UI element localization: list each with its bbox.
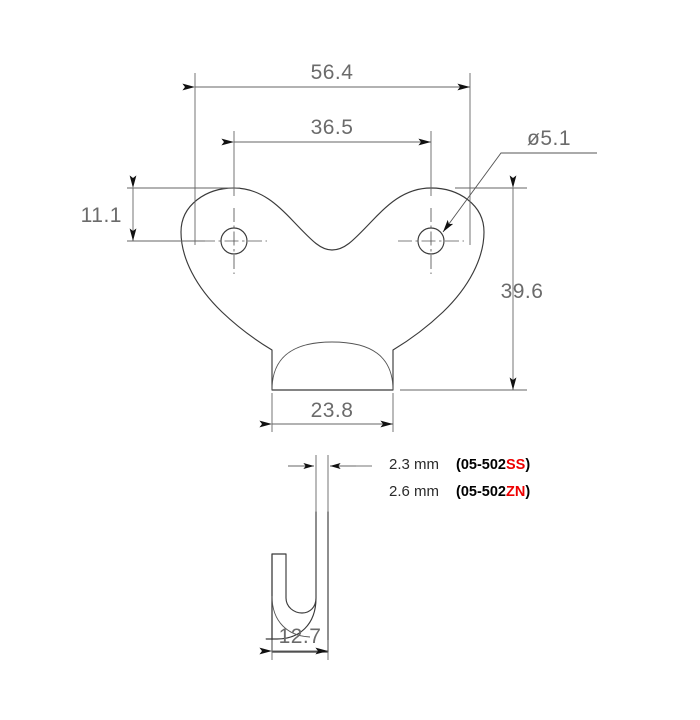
part-number-prefix-0: (05-502 <box>456 457 506 473</box>
dim-label-hole-spacing: 36.5 <box>311 116 354 139</box>
hook-profile-outline <box>265 511 317 640</box>
part-number-suffix-0: ) <box>525 457 530 473</box>
dim-label-top-offset: 11.1 <box>81 204 122 227</box>
dim-label-overall-width: 56.4 <box>311 61 354 84</box>
hook-inner-arc <box>271 595 311 638</box>
part-outline-group <box>180 187 485 391</box>
dim-label-hole-diameter: ø5.1 <box>527 127 571 150</box>
dimension-hole-spacing: 36.5 <box>221 116 431 146</box>
part-number-accent-0: SS <box>506 457 526 473</box>
thickness-value-1: 2.6 mm <box>389 483 439 500</box>
part-number-1: (05-502ZN) <box>456 484 530 500</box>
dimension-hole-diameter: ø5.1 <box>442 127 597 233</box>
thickness-row-0: 2.3 mm (05-502SS) <box>389 456 530 473</box>
leader-line-hole-diameter <box>442 152 597 233</box>
dim-label-hook-depth: 12.7 <box>279 625 322 648</box>
dimension-top-offset: 11.1 <box>81 175 137 241</box>
part-number-0: (05-502SS) <box>456 457 530 473</box>
dimension-overall-width: 56.4 <box>182 61 470 91</box>
dimension-overall-height: 39.6 <box>501 175 544 390</box>
thickness-row-1: 2.6 mm (05-502ZN) <box>389 483 530 500</box>
dim-label-stem-width: 23.8 <box>311 399 354 422</box>
part-number-suffix-1: ) <box>525 484 530 500</box>
dimension-stem-width: 23.8 <box>259 399 393 428</box>
part-number-prefix-1: (05-502 <box>456 484 506 500</box>
hole-left-group <box>201 208 267 274</box>
thickness-dimension-group <box>288 455 372 512</box>
hole-right-group <box>398 208 464 274</box>
plate-outline <box>180 187 485 391</box>
part-number-accent-1: ZN <box>506 484 525 500</box>
bend-line-arc <box>271 341 394 391</box>
dimension-hook-depth: 12.7 <box>259 625 329 660</box>
thickness-value-0: 2.3 mm <box>389 456 439 473</box>
dim-label-overall-height: 39.6 <box>501 280 544 303</box>
